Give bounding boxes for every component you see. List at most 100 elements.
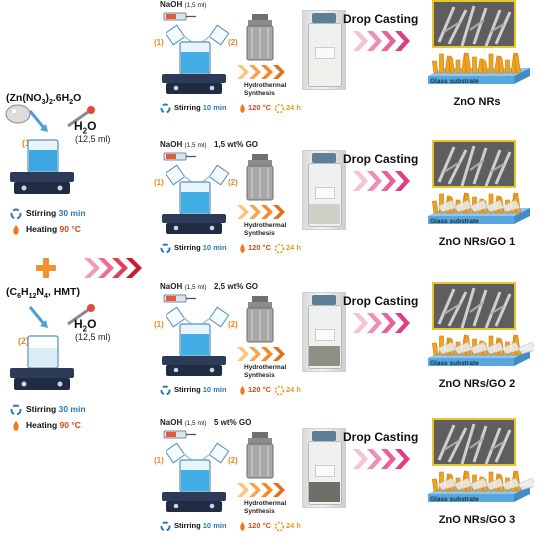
process-row-1: NaOH (1,5 ml) (1) (2) [140, 0, 539, 120]
syringe-icon [163, 294, 196, 303]
sem-image [432, 282, 516, 330]
row-time-icon [274, 243, 285, 254]
naoh-label: NaOH (1,5 ml) [160, 282, 207, 291]
zinc-powder-icon [5, 104, 31, 124]
stirring-1-icon [10, 208, 22, 220]
beaker-hotplate-2 [10, 335, 74, 390]
row-beaker-hotplate [162, 459, 226, 512]
row-stirring-icon [160, 385, 171, 396]
row-stirring-text: Stirring 10 min [174, 385, 227, 394]
row-beaker-hotplate [162, 41, 226, 94]
process-chevrons [84, 258, 142, 278]
process-row-2: NaOH (1,5 ml) 1,5 wt% GO (1) (2) [140, 140, 539, 260]
process-row-4: NaOH (1,5 ml) 5 wt% GO (1) (2) [140, 418, 539, 538]
go-label: 2,5 wt% GO [214, 282, 259, 291]
row-step-2: (2) [228, 320, 238, 329]
nanorod [432, 342, 439, 356]
nanorods-on-glass [428, 470, 534, 502]
drop-casting-label: Drop Casting [343, 294, 419, 308]
row-step-2: (2) [228, 456, 238, 465]
water-1-volume: (12,5 ml) [75, 134, 111, 144]
stirring-2-text: Stirring 30 min [26, 404, 86, 414]
nanorods-on-glass [428, 192, 530, 224]
graphene-oxide-sheet [517, 477, 534, 491]
autoclave-icon [246, 432, 274, 479]
go-label: 5 wt% GO [214, 418, 252, 427]
syringe-icon [163, 430, 196, 439]
row-stirring-icon [160, 521, 171, 532]
autoclave-icon [246, 154, 274, 201]
row-heating-icon [240, 104, 245, 113]
drop-casting-label: Drop Casting [343, 152, 419, 166]
orange-chevrons [237, 483, 285, 497]
row-time-icon [274, 103, 285, 114]
pouring-beakers-icon [166, 24, 230, 46]
nanorod [439, 53, 444, 74]
glass-substrate-label: Glass substrate [430, 78, 479, 85]
row-beaker-hotplate [162, 323, 226, 376]
drop-casting-chevrons [353, 171, 410, 191]
nanorods-on-glass [428, 52, 530, 84]
hydrothermal-label: Hydrothermal Synthesis [244, 222, 287, 237]
stirring-1-text: Stirring 30 min [26, 208, 86, 218]
nanorod [513, 54, 521, 74]
row-stirring-text: Stirring 10 min [174, 521, 227, 530]
syringe-icon [163, 12, 196, 21]
precursor-1-section: (Zn(NO3)2.6H2O H2O (12,5 ml) (1) [0, 0, 150, 250]
row-temp-text: 120 °C [248, 243, 272, 252]
syringe-icon [163, 152, 196, 161]
nanorod [448, 57, 455, 74]
pouring-beakers-icon [166, 164, 230, 186]
orange-chevrons [237, 347, 285, 361]
naoh-label: NaOH (1,5 ml) [160, 418, 207, 427]
row-step-2: (2) [228, 178, 238, 187]
nanorod [488, 53, 494, 74]
vial-photo [302, 428, 346, 508]
nanorod [455, 59, 461, 74]
row-stirring-icon [160, 103, 171, 114]
graphene-oxide-sheet [517, 341, 534, 355]
hmt-formula: (C6H12N4, HMT) [6, 286, 80, 301]
glass-substrate-label: Glass substrate [430, 496, 479, 503]
drop-casting-chevrons [353, 449, 410, 469]
row-heating-icon [240, 386, 245, 395]
nanorod [432, 478, 439, 492]
row-stirring-text: Stirring 10 min [174, 103, 227, 112]
hydrothermal-label: Hydrothermal Synthesis [244, 500, 287, 515]
heating-2-icon [13, 421, 19, 431]
plus-icon [36, 258, 56, 278]
beaker-hotplate-1 [10, 139, 74, 194]
process-row-3: NaOH (1,5 ml) 2,5 wt% GO (1) (2) [140, 282, 539, 402]
pouring-beakers-icon [166, 306, 230, 328]
row-heating-icon [240, 244, 245, 253]
hydrothermal-label: Hydrothermal Synthesis [244, 364, 287, 379]
row-temp-text: 120 °C [248, 385, 272, 394]
naoh-label: NaOH (1,5 ml) [160, 140, 207, 149]
row-temp-text: 120 °C [248, 521, 272, 530]
result-label: ZnO NRs/GO 2 [438, 378, 516, 390]
result-label: ZnO NRs/GO 3 [438, 514, 516, 526]
go-label: 1,5 wt% GO [214, 140, 259, 149]
vial-photo [302, 150, 346, 230]
row-time-icon [274, 521, 285, 532]
row-step-1: (1) [154, 38, 164, 47]
autoclave-icon [246, 14, 274, 61]
orange-chevrons [237, 65, 285, 79]
nanorod [464, 54, 472, 74]
row-time-text: 24 h [286, 243, 302, 252]
row-step-1: (1) [154, 320, 164, 329]
row-stirring-icon [160, 243, 171, 254]
orange-chevrons [237, 205, 285, 219]
sem-image [432, 0, 516, 48]
nanorod [432, 200, 439, 214]
row-temp-text: 120 °C [248, 103, 272, 112]
water-2-label: H2O [74, 317, 97, 334]
row-time-text: 24 h [286, 521, 302, 530]
hydrothermal-label: Hydrothermal Synthesis [244, 82, 287, 97]
row-time-text: 24 h [286, 385, 302, 394]
drop-casting-chevrons [353, 313, 410, 333]
nanorod [497, 57, 505, 74]
precursor-2-section: (C6H12N4, HMT) H2O (12,5 ml) (2) Stirrin… [0, 280, 150, 450]
vial-photo [302, 10, 346, 90]
